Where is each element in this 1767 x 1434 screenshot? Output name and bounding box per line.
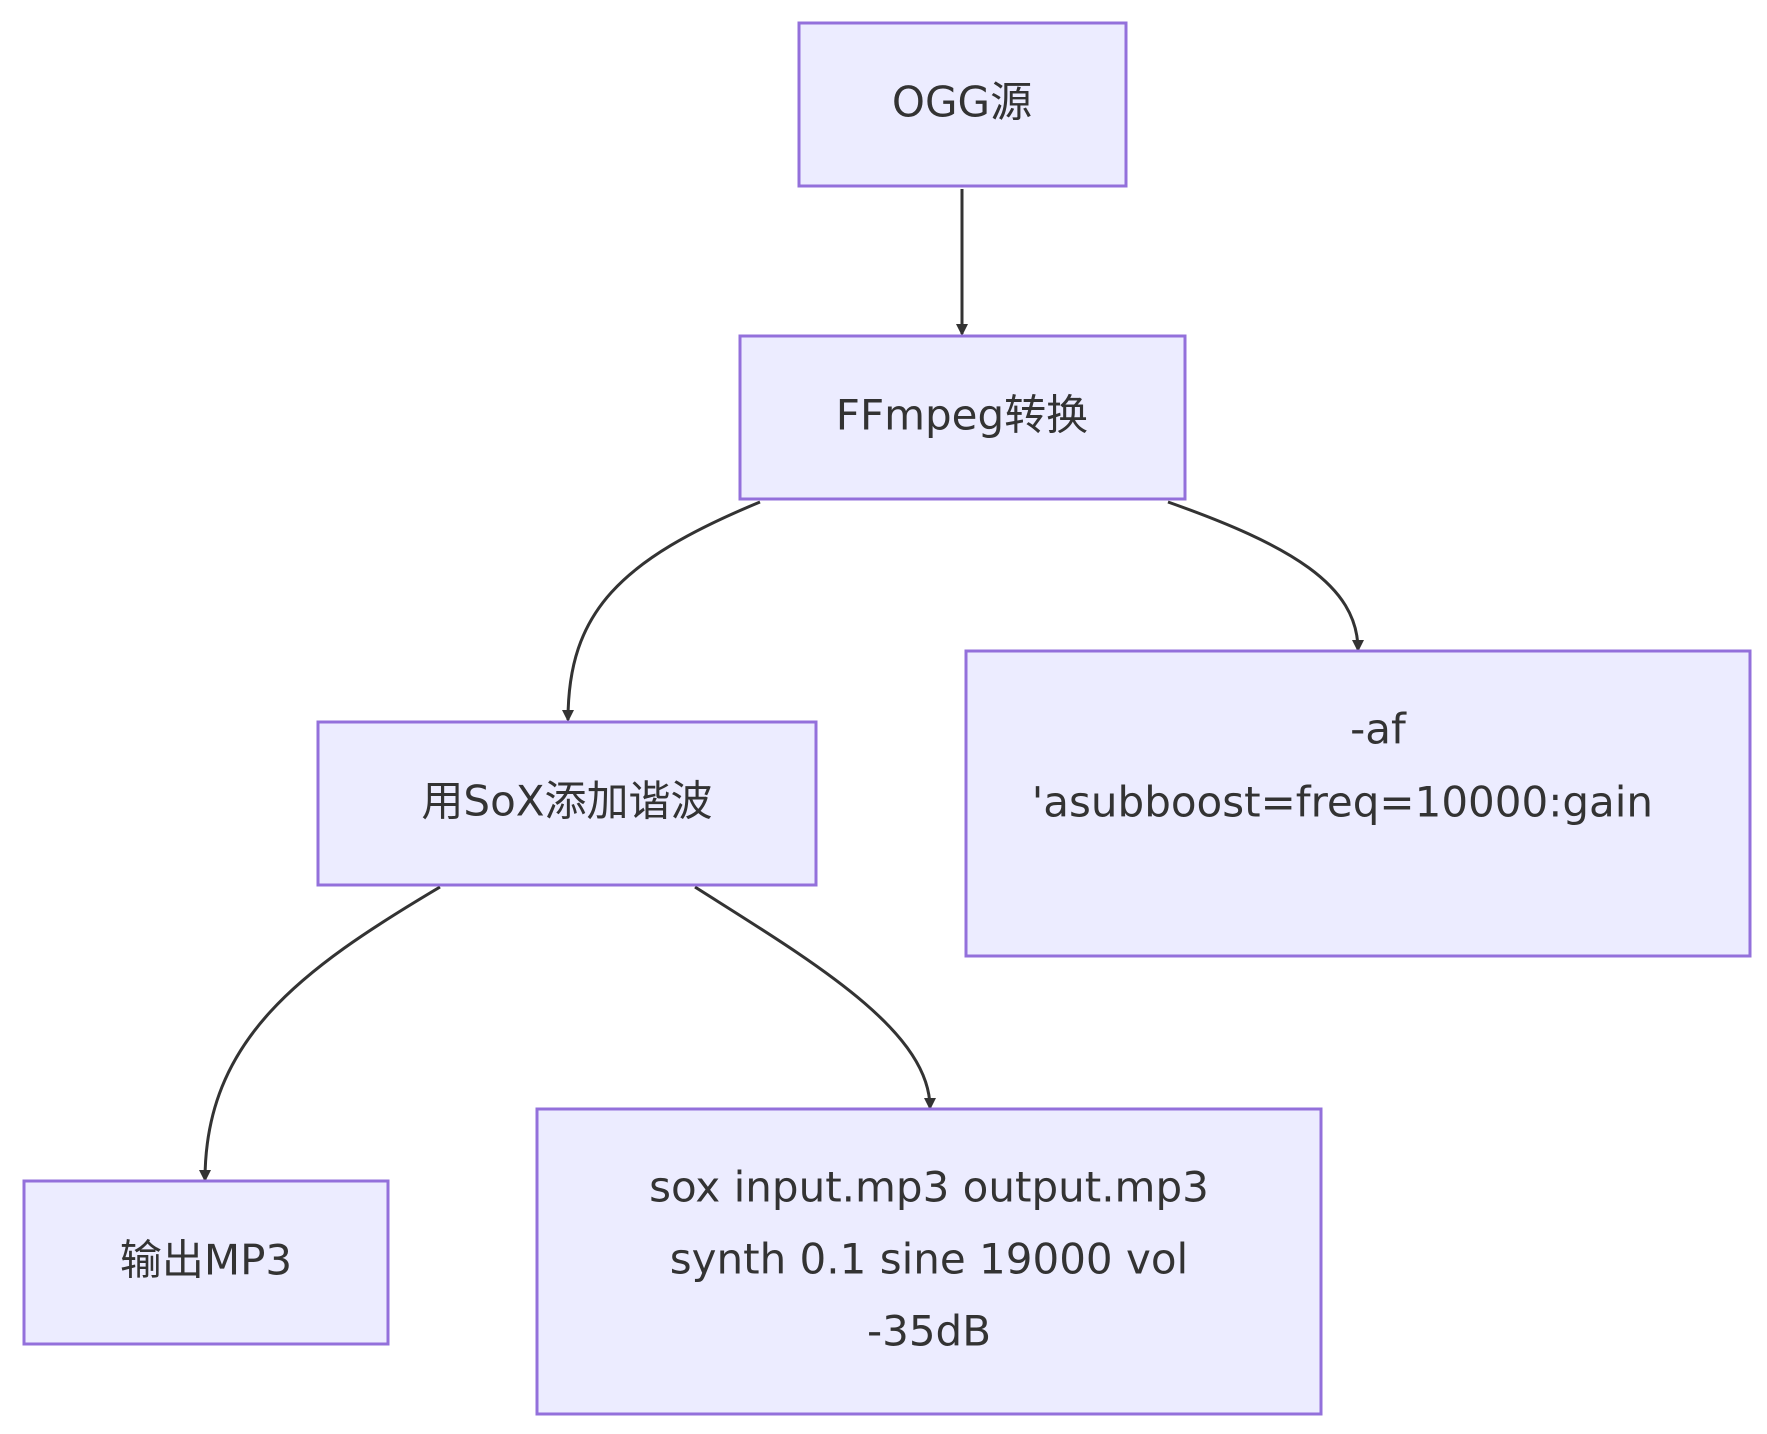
node-sox-harmonic-label: 用SoX添加谐波 — [421, 777, 712, 826]
node-sox-command-line-3: -35dB — [867, 1307, 991, 1356]
node-ffmpeg-filter-line-1: -af — [1350, 705, 1407, 754]
edge-ffmpeg-to-filter — [1167, 500, 1364, 652]
node-ffmpeg-convert[interactable]: FFmpeg转换 — [738, 334, 1187, 501]
node-ffmpeg-filter-line-2: 'asubboost=freq=10000:gain= — [1032, 778, 1689, 827]
node-sox-command-line-2: synth 0.1 sine 19000 vol — [670, 1235, 1188, 1284]
node-sox-command[interactable]: sox input.mp3 output.mp3 synth 0.1 sine … — [535, 1107, 1323, 1416]
node-ffmpeg-convert-label: FFmpeg转换 — [836, 391, 1088, 440]
node-sox-harmonic[interactable]: 用SoX添加谐波 — [316, 720, 818, 887]
node-ffmpeg-filter[interactable]: -af 'asubboost=freq=10000:gain= — [964, 649, 1752, 958]
node-output-mp3[interactable]: 输出MP3 — [22, 1179, 390, 1346]
node-sox-command-line-1: sox input.mp3 output.mp3 — [649, 1163, 1209, 1212]
node-ogg-source[interactable]: OGG源 — [797, 21, 1128, 188]
edge-sox-harmonic-to-output — [199, 885, 441, 1182]
edge-ffmpeg-to-sox-harmonic — [562, 500, 761, 722]
edge-sox-harmonic-to-command — [694, 885, 936, 1110]
node-output-mp3-label: 输出MP3 — [120, 1236, 292, 1285]
node-ogg-source-label: OGG源 — [892, 78, 1032, 127]
